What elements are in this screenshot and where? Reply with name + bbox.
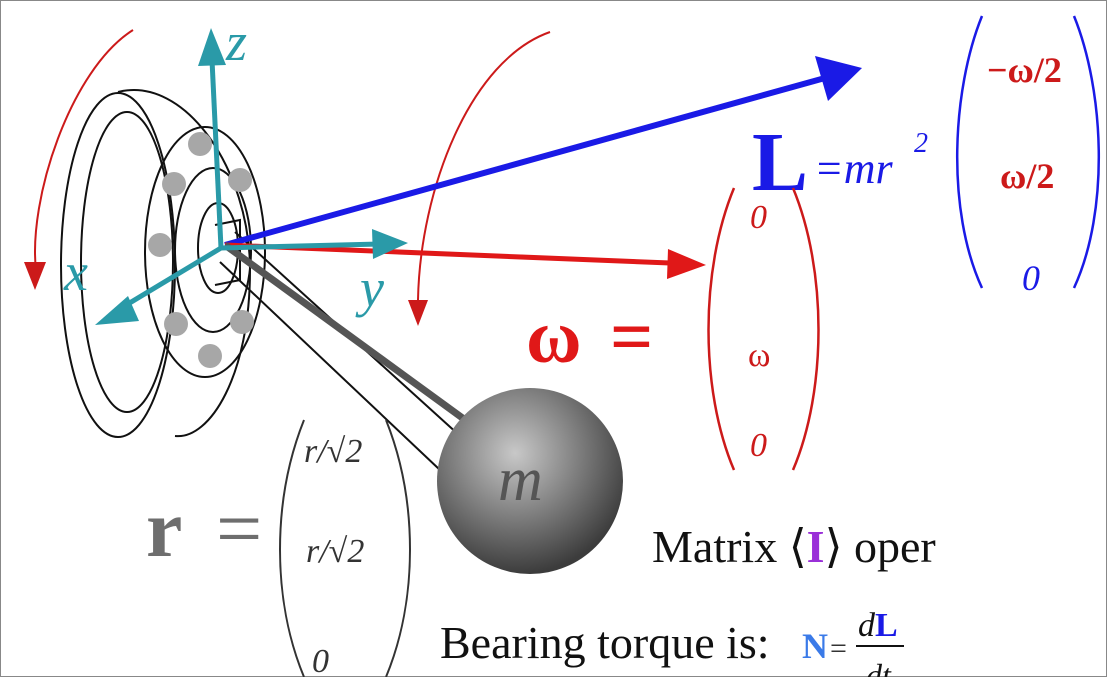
- bearing-ball: [188, 132, 212, 156]
- omega-equation: ω = 0 ω 0: [526, 187, 820, 471]
- rotation-arrowhead-left: [24, 262, 46, 290]
- coordinate-axes: [95, 28, 408, 325]
- omega-component-z: 0: [750, 427, 767, 464]
- omega-arrow-head: [667, 249, 706, 279]
- L-arrow-head: [815, 56, 862, 101]
- bearing-balls: [148, 132, 254, 368]
- omega-bracket-left: [707, 187, 736, 471]
- dt-denominator: dt: [866, 657, 892, 677]
- omega-equals: =: [610, 295, 653, 379]
- L-component-z: 0: [1022, 258, 1040, 298]
- bearing-ball: [230, 310, 254, 334]
- omega-component-y: ω: [748, 337, 770, 374]
- y-axis-head: [372, 229, 408, 259]
- y-axis-label: y: [355, 258, 384, 318]
- bearing-ball: [162, 172, 186, 196]
- L-equation: L =mr 2 −ω/2 ω/2 0: [752, 15, 1101, 298]
- torque-line: Bearing torque is: N = dL dt: [440, 607, 904, 677]
- rotation-arrowhead-right: [408, 300, 428, 326]
- L-bracket-left: [955, 15, 984, 289]
- rotation-arrow-left: [34, 29, 134, 271]
- bearing-ball: [198, 344, 222, 368]
- x-axis-shaft: [116, 245, 223, 313]
- bearing-inner-race: [174, 167, 252, 333]
- matrix-line: Matrix ⟨I⟩ oper: [652, 521, 936, 572]
- r-arrow-shaft: [222, 242, 471, 425]
- r-equals: =: [216, 483, 262, 574]
- matrix-suffix: ⟩ oper: [825, 521, 936, 572]
- y-axis-shaft: [220, 241, 381, 251]
- omega-symbol: ω: [526, 295, 582, 379]
- bearing-ball: [164, 312, 188, 336]
- r-component-z: 0: [312, 643, 329, 677]
- z-axis-shaft: [209, 59, 224, 249]
- z-axis-head: [198, 28, 226, 66]
- I-symbol: I: [807, 521, 825, 572]
- L-coefficient: =mr: [814, 144, 893, 193]
- x-axis-label: x: [63, 242, 88, 302]
- x-axis-head: [95, 296, 139, 325]
- L-component-y: ω/2: [1000, 156, 1054, 196]
- mass-ball: [437, 388, 623, 574]
- numerator-d: d: [858, 607, 876, 644]
- wheel-mid-ring: [80, 111, 174, 413]
- L-exponent: 2: [914, 128, 928, 159]
- L-arrow-shaft: [224, 75, 826, 248]
- mass-label: m: [498, 446, 543, 514]
- z-axis-label: z: [225, 12, 247, 72]
- omega-component-x: 0: [750, 199, 767, 236]
- L-symbol: L: [752, 116, 808, 209]
- N-equals: =: [830, 632, 847, 665]
- omega-bracket-right: [791, 187, 820, 471]
- r-component-x: r/√2: [304, 433, 362, 470]
- r-equation: r = r/√2 r/√2 0: [146, 419, 411, 677]
- bearing-ball: [228, 168, 252, 192]
- L-component-x: −ω/2: [987, 50, 1062, 90]
- flywheel: [60, 89, 471, 471]
- r-component-y: r/√2: [306, 533, 364, 570]
- rotation-arrow-right: [417, 31, 551, 301]
- r-bracket-left: [279, 419, 305, 677]
- r-symbol: r: [146, 483, 182, 574]
- numerator-L: L: [875, 607, 898, 644]
- rotation-arrows: [24, 29, 551, 326]
- r-bracket-right: [385, 419, 411, 677]
- N-symbol: N: [802, 626, 828, 666]
- bearing-outer-race: [144, 126, 266, 378]
- axle-rod-lower: [219, 261, 441, 471]
- wheel-rim-side: [117, 89, 252, 438]
- bearing-ball: [148, 233, 172, 257]
- matrix-prefix: Matrix ⟨: [652, 521, 807, 572]
- dL-numerator: dL: [858, 607, 898, 644]
- torque-text: Bearing torque is:: [440, 617, 770, 668]
- matrix-text: Matrix ⟨I⟩ oper: [652, 521, 936, 572]
- L-bracket-right: [1072, 15, 1101, 289]
